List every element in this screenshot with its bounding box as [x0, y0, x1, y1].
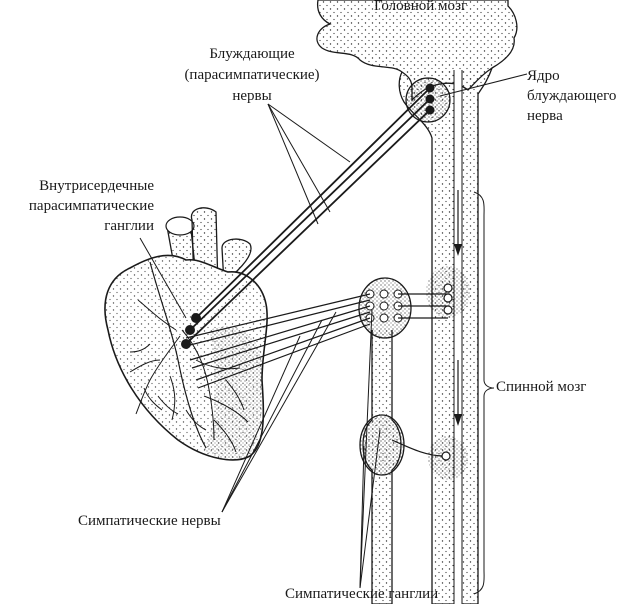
preganglionic-fibers: [391, 283, 453, 461]
sympathetic-nerves-label: Симпатические нервы: [78, 513, 221, 529]
nucleus-label-line3: нерва: [527, 108, 563, 124]
brain-label: Головной мозг: [374, 0, 468, 14]
vagus-label-line2: (парасимпатические): [184, 67, 320, 83]
sympathetic-nerves: [185, 293, 371, 389]
sympathetic-trunk: [358, 277, 412, 604]
leader-lines: [139, 73, 528, 595]
vagus-label-line3: нервы: [232, 88, 272, 104]
sympathetic-ganglia-label: Симпатические ганглии: [285, 586, 439, 602]
heart: [104, 207, 268, 461]
spinal-cord-label: Спинной мозг: [496, 379, 587, 395]
spinal-cord-shape: [398, 67, 493, 604]
vagus-label-line1: Блуждающие: [209, 46, 295, 62]
intracardiac-label-line1: Внутрисердечные: [39, 178, 154, 194]
nucleus-label-line2: блуждающего: [527, 88, 617, 104]
intracardiac-label-line3: ганглии: [104, 218, 154, 234]
vagus-nerves: [185, 87, 431, 345]
nucleus-label-line1: Ядро: [527, 68, 560, 84]
intracardiac-label-line2: парасимпатические: [28, 198, 154, 214]
